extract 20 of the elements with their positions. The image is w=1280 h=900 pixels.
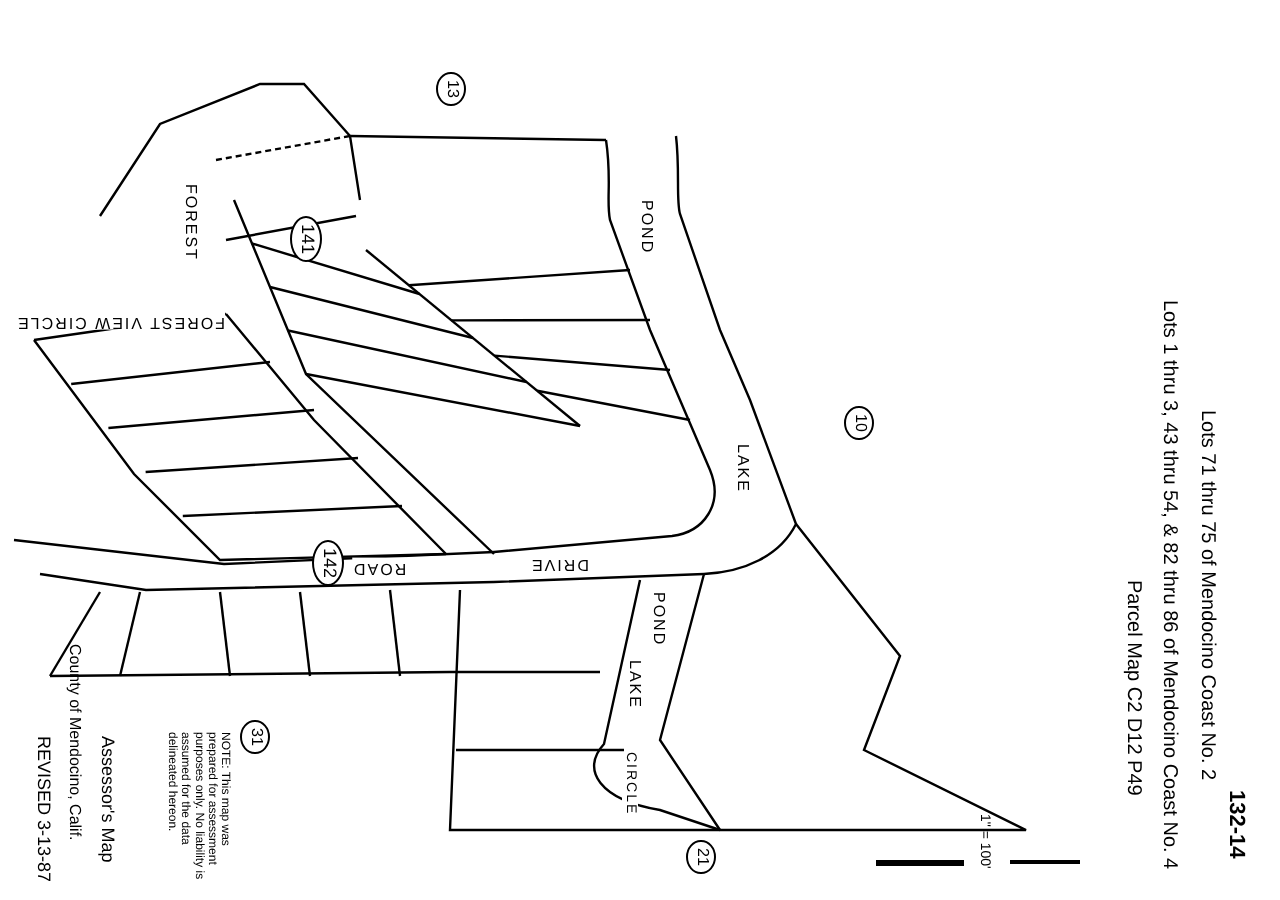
street-name: ROAD — [352, 558, 407, 576]
parcel-number: 31 — [240, 720, 270, 754]
parcel-number: 141 — [290, 216, 322, 263]
map-number: 132-14 — [1224, 790, 1249, 859]
street-name: FOREST VIEW CIRCLE — [16, 312, 226, 330]
parcel-number: 13 — [436, 72, 466, 106]
map-caption: Assessor's Map — [96, 736, 116, 863]
parcel-number: 21 — [686, 840, 716, 874]
street-name: LAKE — [624, 660, 642, 709]
map-title: Lots 71 thru 75 of Mendocino Coast No. 2 — [1196, 410, 1218, 781]
street-name: DRIVE — [530, 554, 589, 572]
street-name: LAKE — [732, 444, 750, 493]
street-name: POND — [636, 200, 654, 255]
street-name: FOREST — [180, 184, 198, 261]
parcel-number: 10 — [844, 406, 874, 440]
map-title: Parcel Map C2 D12 P49 — [1122, 580, 1144, 796]
revision-date: REVISED 3-13-87 — [32, 736, 52, 883]
map-title: Lots 1 thru 3, 43 thru 54, & 82 thru 86 of Mendocino Coast No. 4 — [1158, 300, 1180, 870]
street-name: POND — [648, 592, 666, 647]
parcel-number: 142 — [312, 540, 344, 587]
